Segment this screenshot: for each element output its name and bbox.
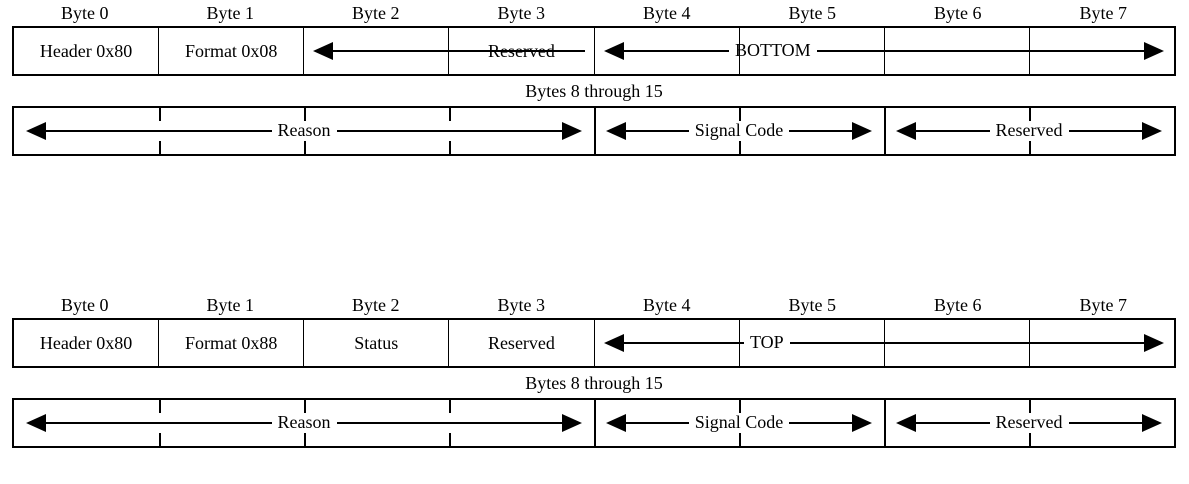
byte-label-2: Byte 2 (352, 3, 400, 23)
byte-label-4: Byte 4 (643, 3, 691, 23)
arrow-head-left-icon (896, 122, 916, 140)
byte-layout-diagram-top: Byte 0 Byte 1 Byte 2 Byte 3 Byte 4 Byte … (12, 292, 1176, 448)
arrow-head-left-icon (896, 414, 916, 432)
byte-label-3: Byte 3 (497, 295, 546, 315)
reason-field-label: Reason (277, 412, 331, 432)
byte-label-0: Byte 0 (61, 295, 109, 315)
cell-status: Status (304, 320, 450, 366)
reason-field-span: Reason (14, 108, 594, 154)
byte-label-6: Byte 6 (934, 3, 982, 23)
byte-label-3: Byte 3 (497, 3, 546, 23)
caption-bytes-8-15-2: Bytes 8 through 15 (525, 373, 663, 393)
arrow-head-right-icon (1142, 122, 1163, 140)
payload-row-bytes-8-15: Reason Signal Code Reserved (12, 106, 1176, 156)
byte-layout-diagram-bottom: Byte 0 Byte 1 Byte 2 Byte 3 Byte 4 Byte … (12, 0, 1176, 156)
arrow-head-right-icon (562, 414, 582, 432)
byte-label-4: Byte 4 (643, 295, 691, 315)
byte-label-6: Byte 6 (934, 295, 982, 315)
byte-label-2: Byte 2 (352, 295, 400, 315)
header-row-bytes-0-7: Header 0x80 Format 0x08 Reserved BOTTOM (12, 26, 1176, 76)
signal-code-field-label: Signal Code (694, 412, 784, 432)
cell-format: Format 0x08 (159, 28, 305, 74)
byte-label-strip-2: Byte 0 Byte 1 Byte 2 Byte 3 Byte 4 Byte … (12, 292, 1176, 318)
reserved-field-label: Reserved (995, 412, 1063, 432)
top-field-label: TOP (750, 332, 784, 352)
cell-header: Header 0x80 (14, 320, 160, 366)
payload-row-bytes-8-15: Reason Signal Code Reserved (12, 398, 1176, 448)
arrow-head-right-icon (1142, 414, 1163, 432)
cell-format: Format 0x88 (159, 320, 305, 366)
arrow-head-right-icon (852, 122, 872, 140)
signal-code-field-span: Signal Code (594, 400, 884, 446)
reason-field-span: Reason (14, 400, 594, 446)
cell-bottom-continuation (595, 28, 740, 74)
bottom-field-label: BOTTOM (735, 40, 811, 60)
arrow-head-right-icon (852, 414, 872, 432)
top-arrow-span: TOP (594, 320, 1174, 366)
byte-label-7: Byte 7 (1079, 295, 1128, 315)
reserved-field-span: Reserved (884, 400, 1174, 446)
cell-header: Header 0x80 (14, 28, 160, 74)
reason-field-label: Reason (277, 120, 331, 140)
byte-label-5: Byte 5 (788, 295, 837, 315)
byte-label-1: Byte 1 (206, 295, 255, 315)
reserved-field-label: Reserved (995, 120, 1063, 140)
byte-label-5: Byte 5 (788, 3, 837, 23)
arrow-head-left-icon (606, 122, 626, 140)
arrow-head-right-icon (1144, 42, 1164, 60)
arrow-head-left-icon (604, 334, 624, 352)
signal-code-field-span: Signal Code (594, 108, 884, 154)
bottom-arrow-span: BOTTOM (594, 28, 1174, 74)
arrow-head-left-icon (604, 42, 624, 60)
arrow-head-left-icon (606, 414, 626, 432)
arrow-head-left-icon (26, 122, 46, 140)
reserved-arrow-span-1 (304, 28, 594, 74)
byte-label-1: Byte 1 (206, 3, 255, 23)
signal-code-field-label: Signal Code (694, 120, 784, 140)
arrow-head-right-icon (562, 122, 582, 140)
caption-bytes-8-15-1: Bytes 8 through 15 (525, 81, 663, 101)
cell-reserved: Reserved (449, 320, 595, 366)
arrow-head-left-icon (26, 414, 46, 432)
byte-label-7: Byte 7 (1079, 3, 1128, 23)
header-row-bytes-0-7: Header 0x80 Format 0x88 Status Reserved … (12, 318, 1176, 368)
byte-label-0: Byte 0 (61, 3, 109, 23)
reserved-field-span: Reserved (884, 108, 1174, 154)
arrow-head-right-icon (1144, 334, 1164, 352)
arrow-head-left-icon (313, 42, 333, 60)
byte-label-strip-1: Byte 0 Byte 1 Byte 2 Byte 3 Byte 4 Byte … (12, 0, 1176, 26)
